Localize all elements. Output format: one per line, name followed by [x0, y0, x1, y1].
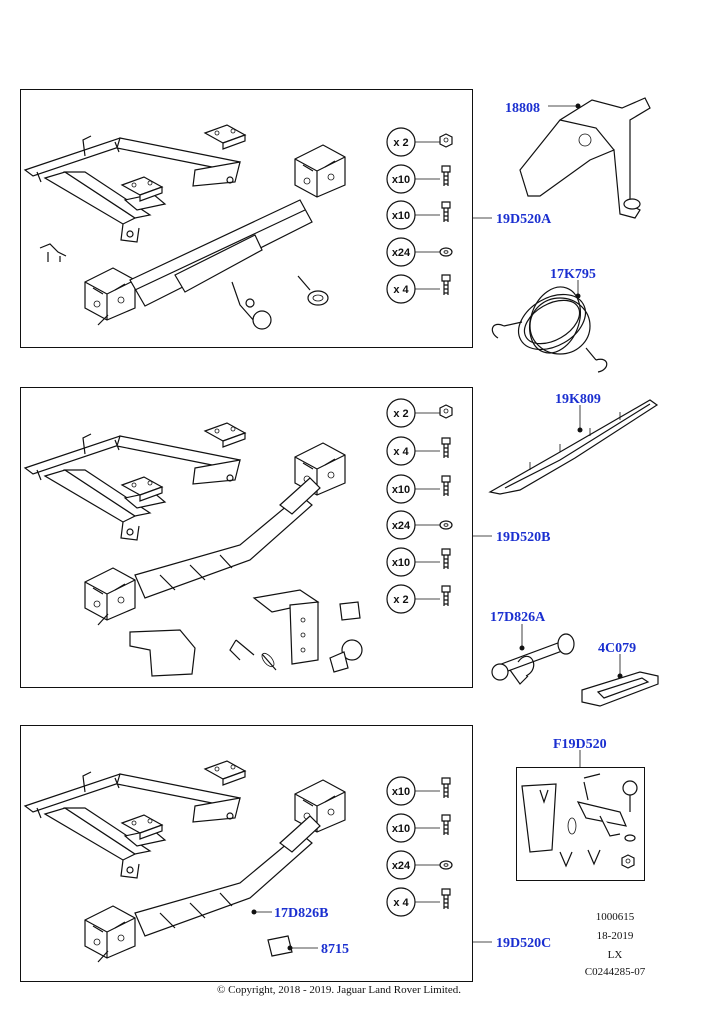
kit-c-fasteners: x10 x10 x24 x 4 — [386, 776, 453, 917]
part-17D826A-illustration — [491, 633, 575, 685]
callout-19D520B[interactable]: 19D520B — [496, 530, 550, 545]
callout-19K809[interactable]: 19K809 — [555, 392, 601, 407]
callout-18808[interactable]: 18808 — [505, 101, 540, 116]
f19d520-box — [516, 767, 645, 881]
kit-c-frame — [20, 725, 473, 982]
kit-a-qty-1: x 2 — [393, 137, 408, 149]
part-18808-illustration — [519, 97, 651, 219]
kit-b-qty-5: x10 — [392, 557, 410, 569]
callout-17K795[interactable]: 17K795 — [550, 267, 596, 282]
kit-a-qty-3: x10 — [392, 210, 410, 222]
kit-a-qty-4: x24 — [392, 247, 411, 259]
meta-line-3: LX — [608, 949, 623, 961]
part-19K809-illustration — [488, 399, 659, 495]
meta-line-2: 18-2019 — [597, 930, 634, 942]
callout-17D826A[interactable]: 17D826A — [490, 610, 546, 625]
kit-b-qty-4: x24 — [392, 520, 411, 532]
kit-b-illustration — [24, 422, 363, 677]
part-4C079-illustration — [581, 671, 659, 707]
callout-19D520C[interactable]: 19D520C — [496, 936, 551, 951]
kit-c-illustration — [24, 760, 346, 963]
kit-b-fasteners: x 2 x 4 x10 x24 x10 x 2 — [386, 398, 453, 614]
part-F19D520-illustration — [521, 773, 638, 869]
kit-c-qty-3: x24 — [392, 860, 411, 872]
kit-a-qty-2: x10 — [392, 174, 410, 186]
meta-line-1: 1000615 — [596, 911, 635, 923]
part-17K795-illustration — [491, 286, 608, 373]
kit-b-qty-6: x 2 — [393, 594, 408, 606]
copyright: © Copyright, 2018 - 2019. Jaguar Land Ro… — [217, 984, 461, 996]
meta-line-4: C0244285-07 — [585, 966, 646, 978]
callout-8715[interactable]: 8715 — [321, 942, 349, 957]
callout-17D826B[interactable]: 17D826B — [274, 906, 328, 921]
kit-a-qty-5: x 4 — [393, 284, 409, 296]
kit-c-qty-2: x10 — [392, 823, 410, 835]
kit-c-qty-4: x 4 — [393, 897, 409, 909]
kit-a-fasteners: x 2 x10 x10 x24 x 4 — [386, 127, 453, 304]
kit-a-illustration — [24, 124, 346, 330]
kit-b-qty-2: x 4 — [393, 446, 409, 458]
callout-4C079[interactable]: 4C079 — [598, 641, 636, 656]
kit-c-qty-1: x10 — [392, 786, 410, 798]
callout-19D520A[interactable]: 19D520A — [496, 212, 552, 227]
kit-b-frame — [20, 387, 473, 688]
kit-b-qty-3: x10 — [392, 484, 410, 496]
callout-F19D520[interactable]: F19D520 — [553, 737, 607, 752]
kit-b-qty-1: x 2 — [393, 408, 408, 420]
kit-a-frame — [20, 89, 473, 348]
